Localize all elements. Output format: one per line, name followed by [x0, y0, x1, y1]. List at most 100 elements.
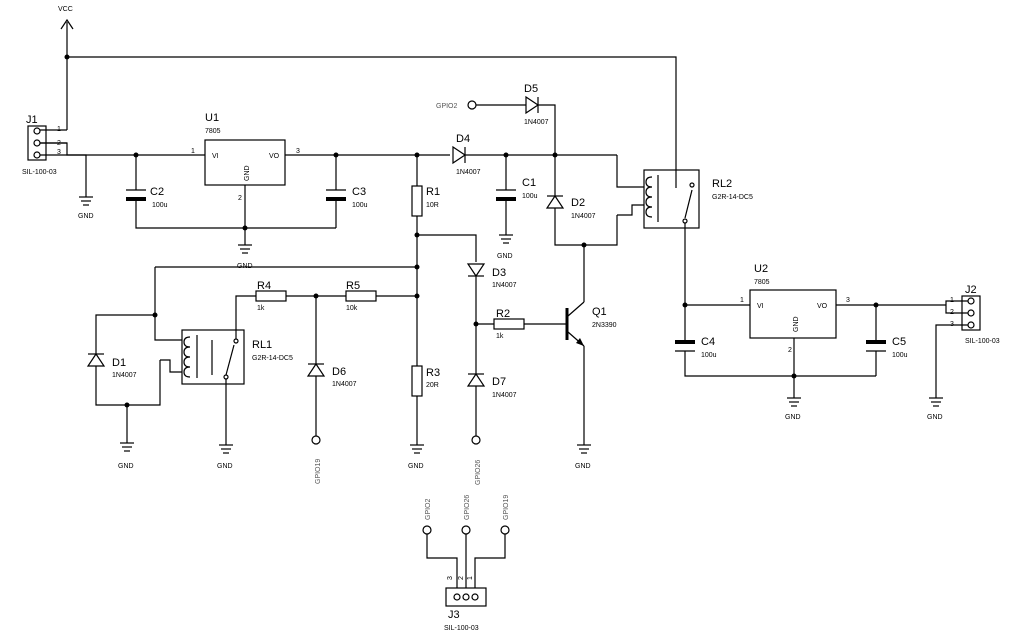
svg-text:VI: VI [212, 153, 219, 160]
d1-value: 1N4007 [112, 372, 137, 379]
svg-text:3: 3 [296, 148, 300, 155]
u1-value: 7805 [205, 128, 221, 135]
r5-resistor: R5 10k [345, 280, 377, 312]
svg-text:GND: GND [78, 213, 94, 220]
u1-ref: U1 [205, 112, 219, 124]
svg-text:GND: GND [575, 463, 591, 470]
d6-ref: D6 [332, 366, 346, 378]
r4-ref: R4 [257, 280, 271, 292]
q1-value: 2N3390 [592, 322, 617, 329]
gpio2-testpoint [467, 100, 477, 110]
d4-value: 1N4007 [456, 169, 481, 176]
d6-diode: D6 1N4007 [306, 362, 357, 388]
c1-value: 100u [522, 193, 538, 200]
j1-connector: J1 SIL-100-03 1 2 3 [22, 114, 61, 176]
r1-resistor: R1 10R [411, 185, 440, 217]
c2-value: 100u [152, 202, 168, 209]
u2-regulator: U2 7805 VI VO 1 3 2 GND [740, 263, 850, 354]
gpio2-label-b: GPIO2 [425, 498, 432, 520]
d3-diode: D3 1N4007 [466, 263, 517, 289]
c3-value: 100u [352, 202, 368, 209]
r1-value: 10R [426, 202, 439, 209]
q1-transistor: Q1 2N3390 [565, 301, 617, 347]
gpio26-label-b: GPIO26 [464, 495, 471, 520]
j1-ref: J1 [26, 114, 38, 126]
d1-diode: D1 1N4007 [86, 352, 137, 379]
j3-connector: 3 2 1 J3 SIL-100-03 [444, 576, 487, 632]
c1-capacitor: C1 100u [496, 177, 538, 201]
gnd-symbol-j1: GND [78, 196, 94, 220]
rl2-ref: RL2 [712, 178, 732, 190]
rl2-relay: RL2 G2R-14-DC5 [643, 169, 753, 229]
j1-value: SIL-100-03 [22, 169, 57, 176]
gnd-symbol-q1: GND [575, 444, 591, 470]
c4-capacitor: C4 100u [675, 336, 717, 359]
svg-text:2: 2 [458, 576, 465, 580]
r5-value: 10k [346, 305, 358, 312]
j2-value: SIL-100-03 [965, 338, 1000, 345]
u2-value: 7805 [754, 279, 770, 286]
c5-capacitor: C5 100u [866, 336, 908, 359]
svg-text:3: 3 [447, 576, 454, 580]
c2-ref: C2 [150, 186, 164, 198]
gnd-symbol-u1: GND [237, 244, 253, 270]
r2-resistor: R2 1k [493, 308, 525, 340]
d5-diode: D5 1N4007 [524, 83, 549, 126]
svg-text:GND: GND [793, 316, 800, 332]
r2-ref: R2 [496, 308, 510, 320]
svg-text:GND: GND [785, 414, 801, 421]
gpio26-label-a: GPIO26 [475, 460, 482, 485]
d7-ref: D7 [492, 376, 506, 388]
svg-text:3: 3 [846, 297, 850, 304]
d2-diode: D2 1N4007 [545, 194, 596, 220]
r5-ref: R5 [346, 280, 360, 292]
svg-text:VO: VO [269, 153, 280, 160]
rl1-value: G2R-14-DC5 [252, 355, 293, 362]
d7-diode: D7 1N4007 [466, 372, 517, 399]
gnd-symbol-r3: GND [408, 444, 424, 470]
d7-value: 1N4007 [492, 392, 517, 399]
c2-capacitor: C2 100u [126, 186, 168, 209]
j1-pin1: 1 [57, 126, 61, 133]
gpio19-label-b: GPIO19 [503, 495, 510, 520]
c5-ref: C5 [892, 336, 906, 348]
r3-value: 20R [426, 382, 439, 389]
d3-value: 1N4007 [492, 282, 517, 289]
u2-ref: U2 [754, 263, 768, 275]
svg-text:1: 1 [191, 148, 195, 155]
d1-ref: D1 [112, 357, 126, 369]
rl2-value: G2R-14-DC5 [712, 194, 753, 201]
svg-text:1: 1 [740, 297, 744, 304]
c4-ref: C4 [701, 336, 715, 348]
gpio19-label-a: GPIO19 [315, 459, 322, 484]
gnd-symbol-j2: GND [927, 397, 943, 421]
d2-ref: D2 [571, 197, 585, 209]
j3-ref: J3 [448, 609, 460, 621]
j2-ref: J2 [965, 284, 977, 296]
svg-text:GND: GND [927, 414, 943, 421]
rl1-relay: RL1 G2R-14-DC5 [181, 329, 293, 385]
d5-value: 1N4007 [524, 119, 549, 126]
r4-resistor: R4 1k [255, 280, 287, 312]
r1-ref: R1 [426, 186, 440, 198]
c3-capacitor: C3 100u [326, 186, 368, 209]
d4-ref: D4 [456, 133, 470, 145]
svg-text:VO: VO [817, 303, 828, 310]
gnd-symbol-d1: GND [118, 442, 134, 470]
d6-value: 1N4007 [332, 381, 357, 388]
c1-ref: C1 [522, 177, 536, 189]
svg-text:1: 1 [467, 576, 474, 580]
c4-value: 100u [701, 352, 717, 359]
r4-value: 1k [257, 305, 265, 312]
vcc-rail [67, 56, 677, 182]
svg-text:GND: GND [217, 463, 233, 470]
d5-ref: D5 [524, 83, 538, 95]
c5-value: 100u [892, 352, 908, 359]
r2-value: 1k [496, 333, 504, 340]
vcc-symbol: VCC [58, 6, 74, 57]
gnd-symbol-rl1: GND [217, 444, 233, 470]
d2-value: 1N4007 [571, 213, 596, 220]
r3-ref: R3 [426, 367, 440, 379]
svg-text:GND: GND [497, 253, 513, 260]
c3-ref: C3 [352, 186, 366, 198]
